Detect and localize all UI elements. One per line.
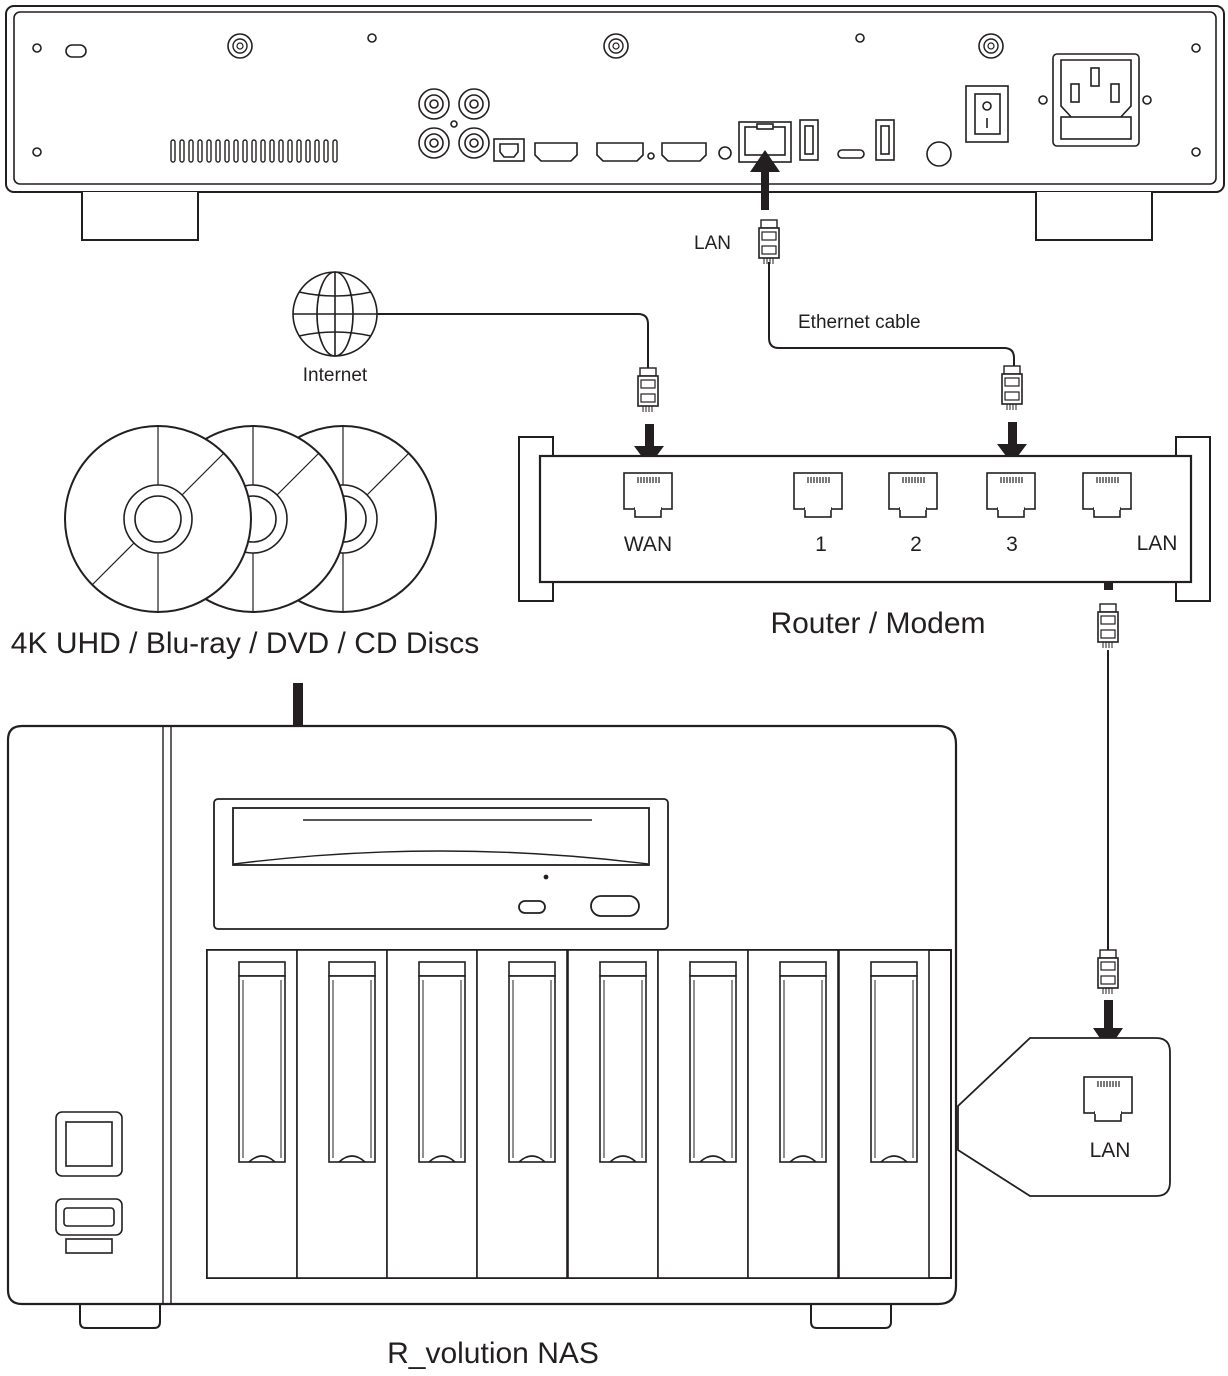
nas-usb-port-icon [55, 1198, 123, 1254]
screws [32, 33, 1201, 157]
nas-unit [6, 724, 958, 1329]
globe-icon [292, 271, 378, 357]
vent-slot [278, 139, 284, 163]
vent-slot [269, 139, 275, 163]
vent-slot [242, 139, 248, 163]
player-lan-label: LAN [694, 233, 731, 254]
rca-jacks-icon [418, 88, 490, 159]
router-wan-label: WAN [624, 533, 672, 556]
wan-cable-plug-icon [637, 367, 659, 413]
discs-title: 4K UHD / Blu-ray / DVD / CD Discs [11, 627, 479, 660]
discs-icon [64, 425, 437, 613]
router-title: Router / Modem [770, 607, 985, 640]
usb-ports-icon [799, 119, 895, 161]
optical-port-icon [493, 138, 525, 162]
vent-slot [251, 139, 257, 163]
vent-slots [170, 139, 338, 163]
vent-slot [197, 139, 203, 163]
optical-drive [213, 798, 669, 930]
vent-slot [170, 139, 176, 163]
player-rear-panel [5, 5, 1225, 241]
player-foot-left [81, 192, 199, 241]
vent-slot [287, 139, 293, 163]
arrow-to-player-lan [750, 150, 780, 210]
power-switch-icon [965, 85, 1009, 143]
router-port2-label: 2 [910, 533, 922, 556]
nas-title: R_volution NAS [387, 1337, 599, 1370]
router-port3-label: 3 [1006, 533, 1018, 556]
ethernet-cable-player-router [768, 262, 1015, 368]
nas-power-button-icon [55, 1111, 123, 1177]
antenna-connector-icon [227, 33, 1004, 59]
vent-slot [296, 139, 302, 163]
nas-lan-label: LAN [1090, 1139, 1131, 1162]
vent-slot [206, 139, 212, 163]
vent-slot [179, 139, 185, 163]
vent-slot [314, 139, 320, 163]
power-inlet-icon [1038, 53, 1152, 147]
internet-label: Internet [303, 365, 368, 386]
port3-cable-plug-icon [1001, 365, 1023, 411]
vent-slot [233, 139, 239, 163]
vent-slot [305, 139, 311, 163]
player-foot-right [1035, 192, 1153, 241]
vent-slot [215, 139, 221, 163]
router-lan-label: LAN [1137, 532, 1178, 555]
drive-bays [206, 949, 952, 1279]
player-cable-plug-icon [758, 219, 780, 265]
vent-slot [188, 139, 194, 163]
cables [377, 262, 1109, 950]
ethernet-cable-label: Ethernet cable [798, 312, 921, 333]
vent-slot [332, 139, 338, 163]
vent-slot [224, 139, 230, 163]
nas-cable-plug-icon [1097, 949, 1119, 995]
nas-lan-callout [957, 1037, 1171, 1197]
vent-slot [260, 139, 266, 163]
router-lan-cable-plug-icon [1097, 603, 1119, 649]
vent-slot [323, 139, 329, 163]
router-modem [518, 436, 1211, 602]
hdmi-ports-icon [534, 142, 707, 162]
internet-cable [377, 313, 649, 370]
router-port1-label: 1 [815, 533, 827, 556]
